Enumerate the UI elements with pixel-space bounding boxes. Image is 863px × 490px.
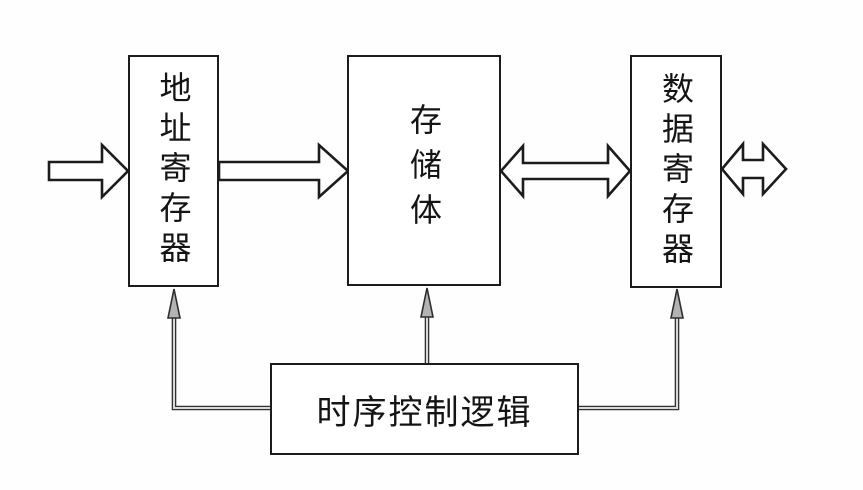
data-register-label: 数据寄存器 bbox=[658, 71, 694, 272]
box-memory-bank: 存储体 bbox=[347, 55, 501, 286]
block-arrow-memory-data-register-bus-icon bbox=[499, 142, 632, 200]
block-arrow-address-register-to-memory-icon bbox=[217, 142, 350, 200]
address-register-label: 地址寄存器 bbox=[155, 71, 192, 271]
thin-arrow-control-to-data-register-icon bbox=[579, 288, 684, 411]
memory-bank-label: 存储体 bbox=[406, 103, 442, 238]
block-arrow-data-register-external-bus-icon bbox=[720, 140, 788, 198]
thin-arrow-control-to-memory-icon bbox=[420, 287, 434, 363]
thin-arrow-control-to-address-register-icon bbox=[167, 288, 270, 411]
block-arrow-input-to-address-register-icon bbox=[47, 141, 130, 201]
timing-control-logic-label: 时序控制逻辑 bbox=[316, 394, 533, 432]
box-timing-control-logic: 时序控制逻辑 bbox=[270, 363, 579, 455]
box-address-register: 地址寄存器 bbox=[128, 55, 219, 287]
box-data-register: 数据寄存器 bbox=[630, 55, 722, 288]
